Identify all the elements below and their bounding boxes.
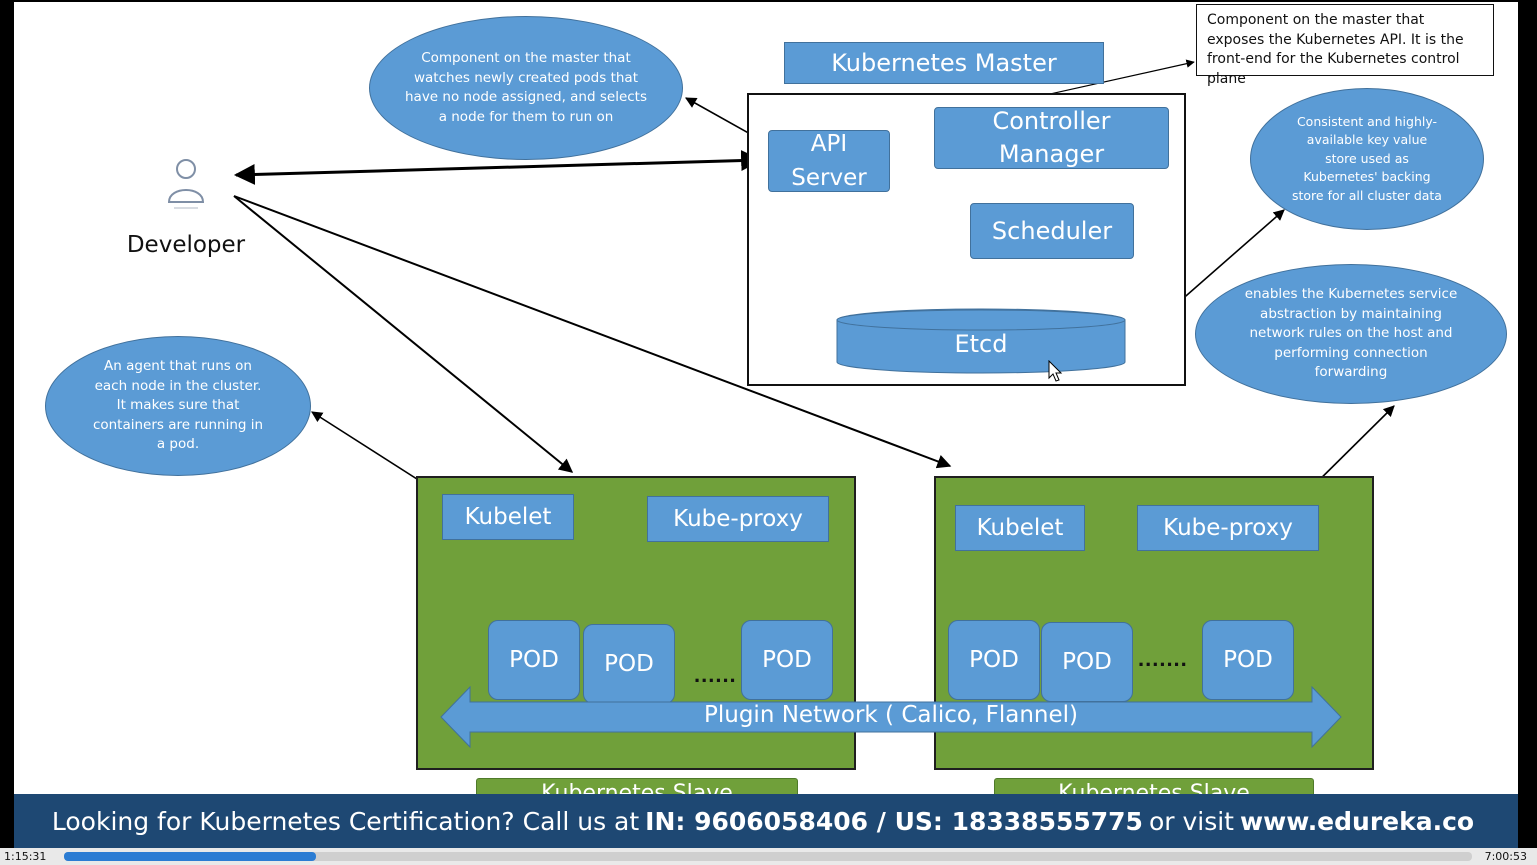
- node2-kube-proxy-label: Kube-proxy: [1163, 515, 1293, 541]
- api-server-note-text: Component on the master that exposes the…: [1207, 12, 1464, 87]
- video-player-controls: 1:15:31 7:00:53: [0, 848, 1537, 865]
- controller-manager-label: Controller Manager: [992, 107, 1111, 168]
- banner-phones: IN: 9606058406 / US: 18338555775: [645, 806, 1143, 836]
- etcd-cylinder: Etcd: [836, 308, 1126, 374]
- node1-kubelet: Kubelet: [442, 494, 574, 540]
- etcd-label: Etcd: [954, 330, 1008, 358]
- etcd-note: Consistent and highly-available key valu…: [1250, 88, 1484, 230]
- etcd-cylinder-shape: [836, 308, 1126, 374]
- pod-label: POD: [1223, 647, 1273, 673]
- scheduler-note-text: Component on the master that watches new…: [404, 50, 647, 125]
- total-time: 7:00:53: [1484, 850, 1527, 863]
- scheduler-note: Component on the master that watches new…: [369, 16, 683, 160]
- seek-progress: [64, 852, 317, 861]
- scheduler-box: Scheduler: [970, 203, 1134, 259]
- node1-dots: ......: [694, 662, 737, 687]
- api-server-box: API Server: [768, 130, 890, 192]
- developer-icon: [166, 156, 206, 212]
- pod-label: POD: [1062, 649, 1112, 675]
- kubelet-note-text: An agent that runs on each node in the c…: [92, 358, 264, 453]
- pod-label: POD: [762, 647, 812, 673]
- mouse-cursor-icon: [1048, 360, 1063, 382]
- promo-banner: Looking for Kubernetes Certification? Ca…: [14, 794, 1518, 848]
- node1-kubelet-label: Kubelet: [464, 504, 552, 530]
- kubelet-note: An agent that runs on each node in the c…: [45, 336, 311, 476]
- master-title-text: Kubernetes Master: [831, 49, 1057, 77]
- node1-kube-proxy-label: Kube-proxy: [673, 506, 803, 532]
- user-icon: [167, 159, 205, 209]
- node1-kube-proxy: Kube-proxy: [647, 496, 829, 542]
- node1-pod: POD: [488, 620, 580, 700]
- api-server-label: API Server: [791, 131, 867, 191]
- node2-pod: POD: [1202, 620, 1294, 700]
- controller-manager-box: Controller Manager: [934, 107, 1169, 169]
- pod-label: POD: [509, 647, 559, 673]
- kube-proxy-note: enables the Kubernetes service abstracti…: [1195, 264, 1507, 404]
- master-title: Kubernetes Master: [784, 42, 1104, 84]
- banner-site-link[interactable]: www.edureka.co: [1240, 806, 1475, 836]
- node1-pod: POD: [741, 620, 833, 700]
- slide-canvas: Component on the master that watches new…: [14, 2, 1518, 848]
- node2-pod: POD: [1041, 622, 1133, 702]
- node2-pod: POD: [948, 620, 1040, 700]
- node2-kube-proxy: Kube-proxy: [1137, 505, 1319, 551]
- seek-bar[interactable]: [64, 852, 1472, 861]
- node2-kubelet: Kubelet: [955, 505, 1085, 551]
- banner-prefix: Looking for Kubernetes Certification? Ca…: [51, 806, 640, 836]
- developer-label: Developer: [126, 232, 246, 258]
- plugin-network-label: Plugin Network ( Calico, Flannel): [704, 702, 1078, 728]
- etcd-note-text: Consistent and highly-available key valu…: [1292, 113, 1442, 203]
- api-server-note: Component on the master that exposes the…: [1196, 4, 1494, 87]
- plugin-network-arrow: [440, 686, 1342, 748]
- node2-dots: .......: [1138, 646, 1188, 671]
- pod-label: POD: [969, 647, 1019, 673]
- node2-kubelet-label: Kubelet: [976, 515, 1064, 541]
- node1-pod: POD: [583, 624, 675, 704]
- pod-label: POD: [604, 651, 654, 677]
- current-time: 1:15:31: [4, 850, 47, 863]
- scheduler-label: Scheduler: [991, 217, 1113, 245]
- banner-mid: or visit: [1148, 806, 1234, 836]
- kube-proxy-note-text: enables the Kubernetes service abstracti…: [1244, 286, 1458, 381]
